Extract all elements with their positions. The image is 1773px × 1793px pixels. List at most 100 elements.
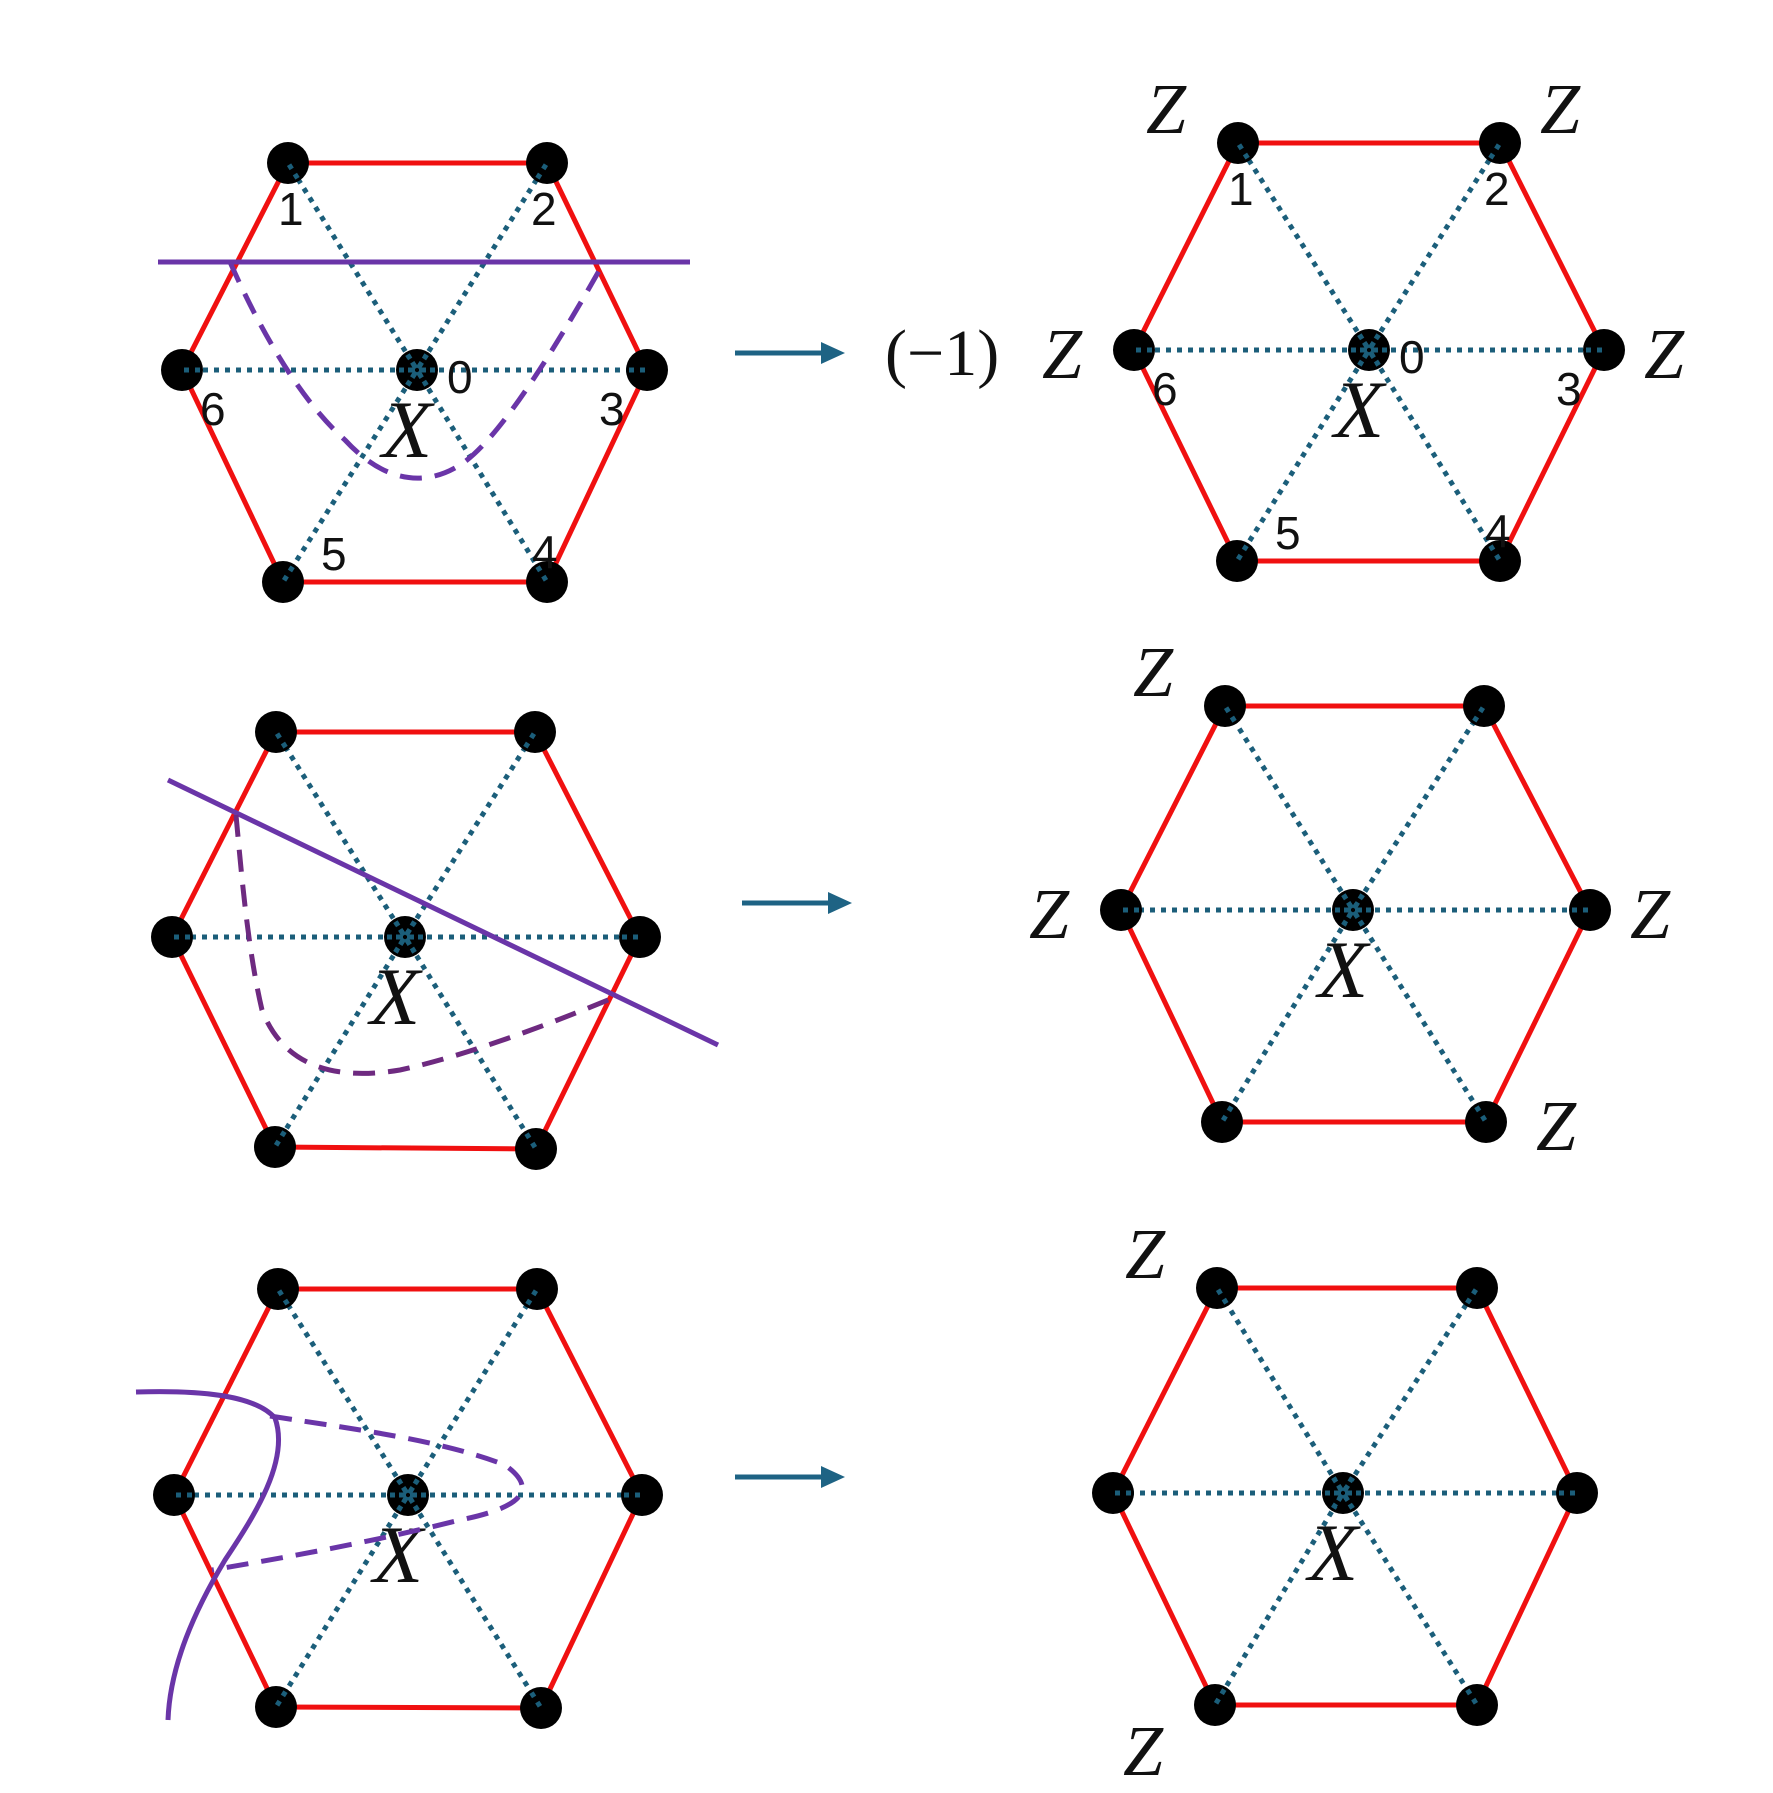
row-2-left-hexagon: X — [151, 711, 661, 1170]
spoke-overlay-end-2 — [1465, 1283, 1482, 1305]
vertex-number-6: 6 — [200, 383, 226, 435]
vertex-1 — [257, 1268, 299, 1310]
hex-edge-5-6 — [169, 935, 278, 1149]
vertex-4 — [515, 1128, 557, 1170]
dashed-loop-row-3 — [211, 1413, 525, 1573]
spoke-overlay-end-2 — [535, 158, 552, 180]
vertex-5 — [255, 1686, 297, 1728]
vertex-1 — [1217, 122, 1259, 164]
arrow-row-2 — [742, 892, 852, 914]
hex-edge-6-1 — [1110, 1286, 1220, 1495]
vertex-4 — [520, 1687, 562, 1729]
vertex-number-4: 4 — [1485, 505, 1511, 557]
operator-z-label-2: Z — [1540, 69, 1581, 149]
spoke-0-1 — [273, 730, 408, 939]
vertex-2 — [1463, 685, 1505, 727]
hex-edge-6-1 — [1118, 704, 1228, 912]
spoke-overlay-end-2 — [1472, 701, 1489, 723]
spoke-0-4 — [405, 1493, 544, 1710]
spoke-overlay-end-4 — [529, 1691, 546, 1713]
arrow-row-1 — [735, 342, 845, 364]
vertex-number-0: 0 — [447, 351, 473, 403]
vertex-number-6: 6 — [1152, 363, 1178, 415]
vertex-0 — [396, 349, 438, 391]
spoke-0-2 — [402, 730, 538, 939]
hex-edge-6-1 — [1131, 141, 1241, 352]
dashed-loop-row-1 — [227, 260, 607, 481]
spoke-0-1 — [1222, 704, 1356, 912]
hex-edge-2-3 — [532, 730, 643, 939]
vertex-3 — [619, 916, 661, 958]
operator-z-label-4: Z — [1536, 1086, 1577, 1166]
hex-edge-6-1 — [169, 730, 279, 939]
spoke-overlay-end-1 — [273, 1284, 290, 1306]
vertex-number-3: 3 — [1556, 363, 1582, 415]
spoke-overlay-end-5 — [278, 565, 295, 587]
operator-x-label: X — [367, 951, 423, 1042]
hex-edge-3-4 — [1497, 348, 1607, 563]
vertex-0 — [1332, 889, 1374, 931]
operator-x-label: X — [1331, 364, 1387, 455]
vertex-6 — [161, 349, 203, 391]
spoke-overlay-end-5 — [270, 1130, 287, 1152]
hex-edge-6-1 — [171, 1287, 281, 1497]
vertex-6 — [1092, 1472, 1134, 1514]
operator-x-label: X — [379, 384, 435, 475]
operator-x-label: X — [1305, 1507, 1361, 1598]
spoke-overlay-end-4 — [1474, 1105, 1491, 1127]
vertex-1 — [1204, 685, 1246, 727]
vertex-2 — [1479, 122, 1521, 164]
hex-edge-3-4 — [1474, 1491, 1580, 1707]
spoke-0-4 — [1366, 348, 1503, 563]
spoke-0-1 — [275, 1287, 411, 1497]
vertex-1 — [267, 142, 309, 184]
hex-edge-5-6 — [171, 1493, 279, 1709]
spoke-0-2 — [1350, 704, 1487, 912]
spoke-0-5 — [1234, 348, 1372, 563]
arrow-row-3 — [735, 1466, 845, 1488]
spoke-overlay-end-5 — [271, 1690, 288, 1712]
vertex-5 — [1216, 540, 1258, 582]
vertex-0 — [384, 916, 426, 958]
row-3-left-hexagon: X — [153, 1268, 663, 1729]
vertex-0 — [1348, 329, 1390, 371]
hex-edge-2-3 — [544, 161, 650, 372]
row-3-right-hexagon: XZZ — [1092, 1214, 1598, 1791]
spoke-overlay-end-5 — [1217, 1105, 1234, 1127]
spoke-0-2 — [405, 1287, 540, 1497]
spoke-overlay-end-5 — [1232, 544, 1249, 566]
sign-factor-label: (−1) — [885, 317, 999, 390]
vertex-6 — [1113, 329, 1155, 371]
hex-edge-2-3 — [1474, 1286, 1580, 1495]
hex-edge-5-6 — [1131, 348, 1240, 563]
vertex-3 — [626, 349, 668, 391]
vertex-number-0: 0 — [1399, 331, 1425, 383]
vertex-4 — [1465, 1101, 1507, 1143]
hex-edge-3-4 — [538, 1493, 645, 1710]
operator-x-label: X — [1315, 924, 1371, 1015]
spoke-overlay-end-4 — [535, 565, 552, 587]
vertex-number-5: 5 — [1275, 507, 1301, 559]
vertex-4 — [526, 561, 568, 603]
vertex-1 — [255, 711, 297, 753]
spoke-0-4 — [1340, 1491, 1480, 1707]
spoke-overlay-end-2 — [525, 1284, 542, 1306]
vertex-5 — [1201, 1101, 1243, 1143]
hex-edge-6-1 — [179, 161, 291, 372]
vertex-number-1: 1 — [1228, 163, 1254, 215]
spoke-overlay-end-2 — [1488, 138, 1505, 160]
vertex-3 — [1583, 329, 1625, 371]
vertex-2 — [516, 1268, 558, 1310]
hex-edge-5-6 — [1118, 908, 1225, 1124]
hex-edge-3-4 — [544, 368, 650, 584]
spoke-overlay-end-5 — [1210, 1688, 1227, 1710]
vertex-4 — [1479, 540, 1521, 582]
operator-z-label-6: Z — [1029, 874, 1070, 954]
vertex-2 — [1456, 1267, 1498, 1309]
operator-z-label-1: Z — [1146, 69, 1187, 149]
spoke-overlay-end-1 — [1233, 138, 1250, 160]
operator-z-label-3: Z — [1630, 874, 1671, 954]
operator-z-label-6: Z — [1042, 314, 1083, 394]
